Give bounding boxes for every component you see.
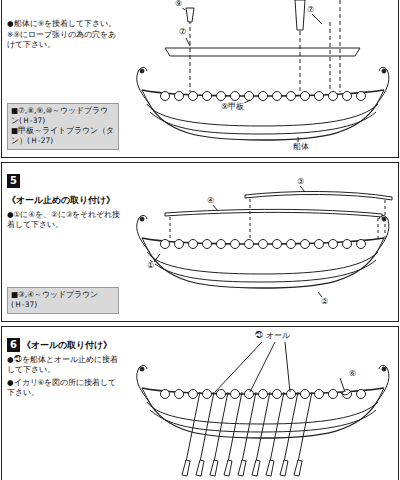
instruction-text: ●イカリ⑥を図の所に接着して下さい。 bbox=[7, 378, 123, 398]
callout-number: ③ bbox=[296, 178, 305, 186]
paint-text: ■⑦,⑧,⑨,⑩～ウッドブラウン(Ｈ-37) bbox=[11, 106, 115, 126]
callout-number: ⑨甲板 bbox=[220, 103, 245, 111]
callout-number: ⑦ bbox=[306, 6, 315, 14]
callout-number: ① bbox=[146, 262, 155, 270]
step-panel: ●船体に⑨を接着して下さい。※⑨にロープ張りの為の穴をあけて下さい。 ■⑦,⑧,⑨… bbox=[1, 0, 399, 158]
instruction-text: ●船体に⑨を接着して下さい。 bbox=[7, 19, 123, 29]
callout-number: ⑦ bbox=[178, 28, 187, 36]
callout-number: ⑨ bbox=[174, 0, 183, 8]
step-text: 6《オールの取り付け》 ●㉑を船体とオール止めに接着して下さい。 ●イカリ⑥を図の所… bbox=[7, 333, 123, 399]
instruction-text: ●㉑を船体とオール止めに接着して下さい。 bbox=[7, 355, 123, 375]
callout-number: ⑥ bbox=[348, 370, 357, 378]
step-number: 6 bbox=[7, 338, 20, 352]
step-title: 《オール止めの取り付け》 bbox=[7, 194, 115, 206]
step-panel: 5 《オール止めの取り付け》 ●①に④を、②に③をそれぞれ接着して下さい。 ■③,④～… bbox=[1, 162, 399, 322]
step-text: 5 《オール止めの取り付け》 ●①に④を、②に③をそれぞれ接着して下さい。 bbox=[7, 169, 123, 230]
instruction-text: ●①に④を、②に③をそれぞれ接着して下さい。 bbox=[7, 210, 123, 230]
paint-note: ■⑦,⑧,⑨,⑩～ウッドブラウン(Ｈ-37)■甲板～ライトブラウン（タン）(Ｈ-… bbox=[7, 103, 119, 150]
callout-number: ② bbox=[320, 298, 329, 306]
callout-number: ④ bbox=[206, 197, 215, 205]
callout-number: 船体 bbox=[292, 143, 310, 151]
step-number: 5 bbox=[7, 174, 20, 188]
paint-text: ■甲板～ライトブラウン（タン）(Ｈ-27) bbox=[11, 126, 115, 146]
callout-number: ㉑ オール bbox=[254, 332, 291, 340]
step-title: 《オールの取り付け》 bbox=[22, 339, 112, 351]
step-panel: 6《オールの取り付け》 ●㉑を船体とオール止めに接着して下さい。 ●イカリ⑥を図の所… bbox=[1, 326, 399, 480]
step-text: ●船体に⑨を接着して下さい。※⑨にロープ張りの為の穴をあけて下さい。 bbox=[7, 5, 123, 50]
paint-text: ■③,④～ウッドブラウン(Ｈ-37) bbox=[11, 290, 115, 310]
paint-note: ■③,④～ウッドブラウン(Ｈ-37) bbox=[7, 287, 119, 314]
instruction-text: ※⑨にロープ張りの為の穴をあけて下さい。 bbox=[7, 30, 123, 50]
